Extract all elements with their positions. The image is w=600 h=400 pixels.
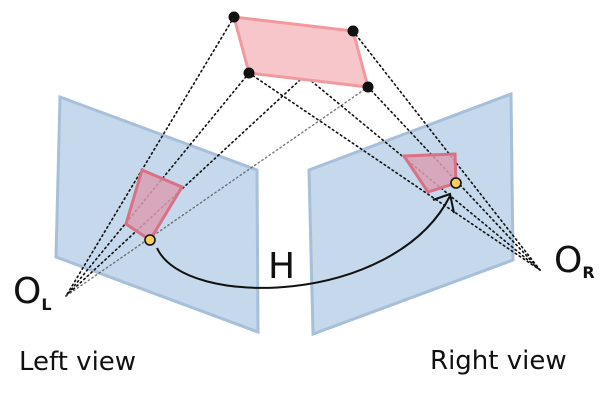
left-corresponding-point (144, 234, 156, 246)
right-camera-center-label: OR (554, 240, 595, 282)
homography-arrowhead (432, 192, 455, 214)
left-camera-center-sub: L (41, 295, 51, 314)
world-corner-point (347, 25, 359, 37)
right-view-caption: Right view (430, 346, 567, 376)
right-camera-center-sub: R (582, 263, 594, 282)
left-view-caption: Left view (19, 347, 136, 377)
ray-left-4 (65, 86, 369, 297)
ray-left-1 (65, 16, 235, 297)
right-image-plane (307, 91, 515, 337)
ray-right-1 (233, 16, 541, 271)
homography-arrow (156, 195, 451, 289)
left-camera-center-label: OL (13, 271, 52, 314)
world-corner-points (228, 11, 374, 93)
left-camera-center-main: O (13, 271, 41, 312)
homography-label: H (268, 246, 295, 287)
right-camera-center-main: O (554, 240, 582, 281)
ray-right-2 (248, 72, 541, 271)
world-corner-point (228, 11, 240, 23)
right-corresponding-point (450, 177, 462, 189)
world-corner-point (243, 67, 255, 79)
world-corner-point (362, 81, 374, 93)
